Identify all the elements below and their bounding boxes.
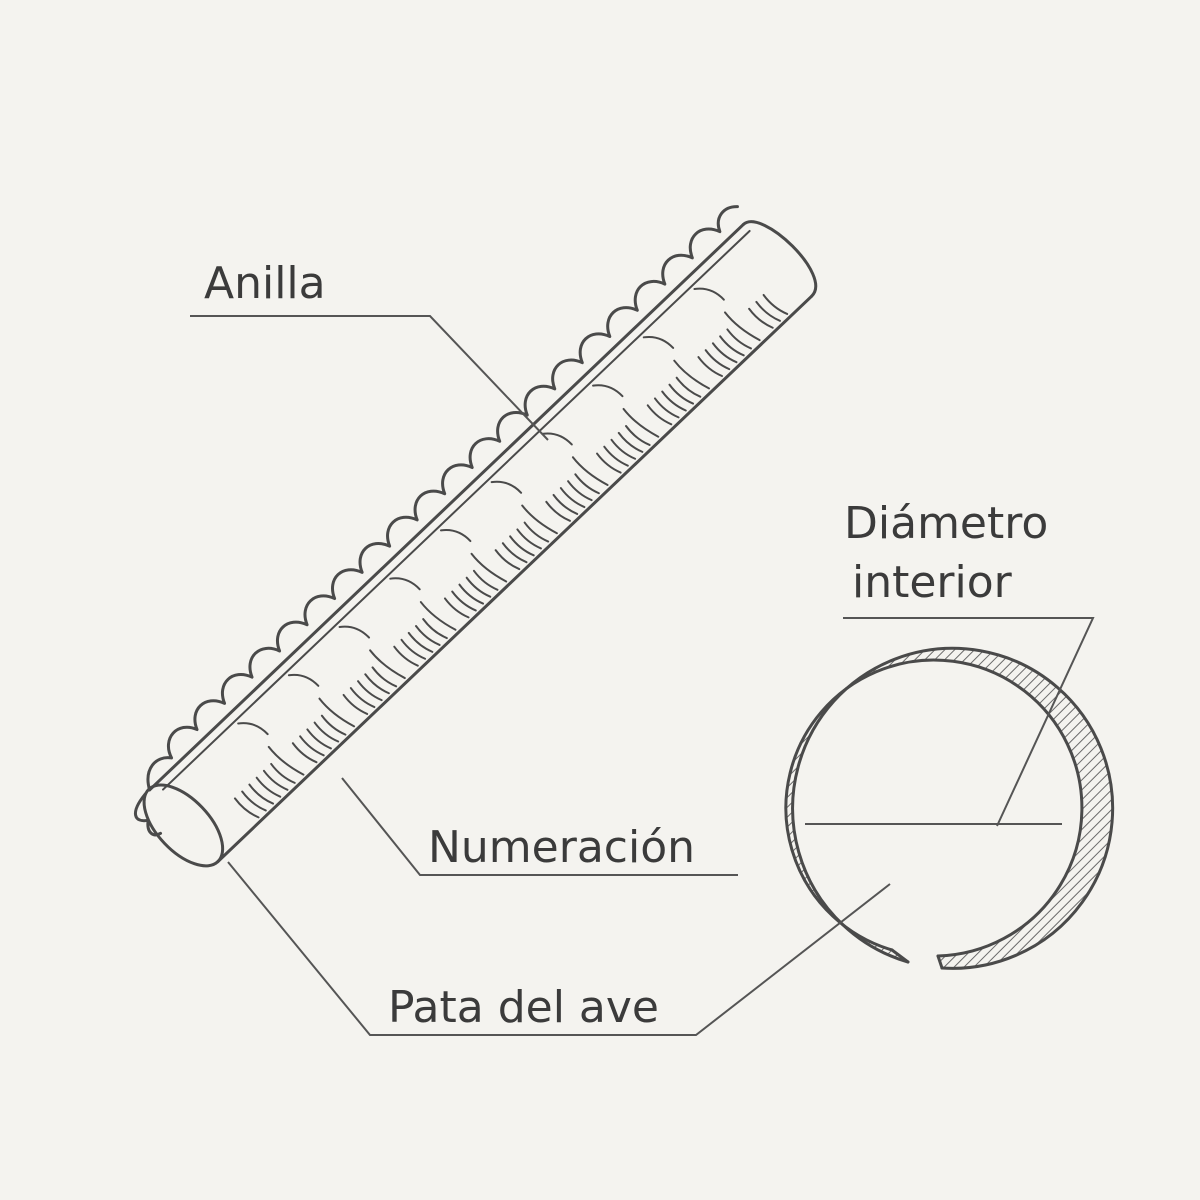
label-diameter-line1: Diámetro [844, 498, 1048, 549]
tube-near-opening [142, 783, 225, 868]
label-ring: Anilla [204, 258, 326, 309]
ring-tube [134, 205, 818, 868]
leader-ring [190, 315, 549, 441]
tube-flange [134, 792, 163, 837]
numbering-marks [233, 293, 789, 819]
tube-bottom-edge [216, 294, 814, 864]
label-leg: Pata del ave [388, 982, 659, 1033]
leader-lines [190, 315, 1095, 1036]
leader-leg [227, 861, 891, 1036]
ring-cross-section [784, 646, 1115, 970]
leader-numbering [341, 777, 738, 876]
cross-section-outer [791, 646, 1115, 970]
tube-top-edge [148, 222, 745, 792]
label-diameter-line2: interior [852, 557, 1013, 608]
tube-seam-line [162, 229, 751, 791]
leader-diameter [843, 617, 1095, 827]
cross-section-gap-right [936, 954, 944, 970]
cross-section-inner [784, 658, 1084, 958]
tube-far-end [741, 220, 818, 298]
cross-section-gap-left [890, 948, 910, 964]
tube-scalloped-edge [146, 205, 739, 792]
label-numbering: Numeración [428, 822, 695, 873]
ring-bands [237, 287, 725, 736]
